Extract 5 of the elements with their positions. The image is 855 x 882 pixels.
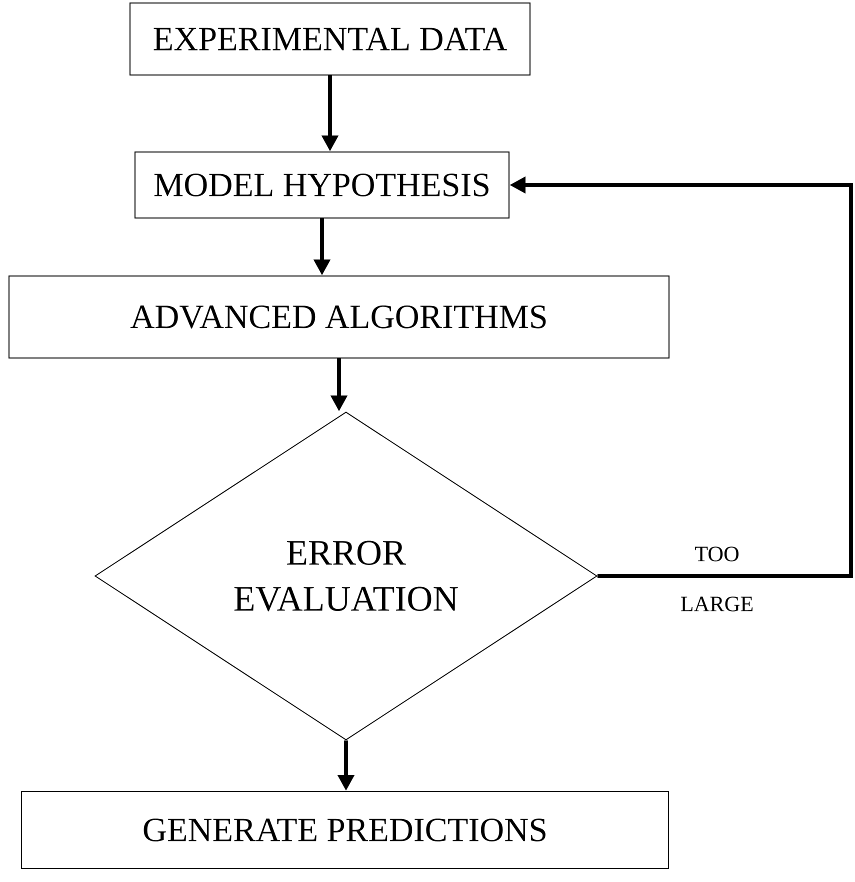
edge-label: TOO LARGE [680, 546, 753, 612]
process-box: EXPERIMENTAL DATA [130, 2, 530, 76]
process-box: ADVANCED ALGORITHMS [8, 276, 670, 358]
process-box: MODEL HYPOTHESIS [134, 152, 510, 218]
process-box: GENERATE PREDICTIONS [21, 791, 669, 869]
